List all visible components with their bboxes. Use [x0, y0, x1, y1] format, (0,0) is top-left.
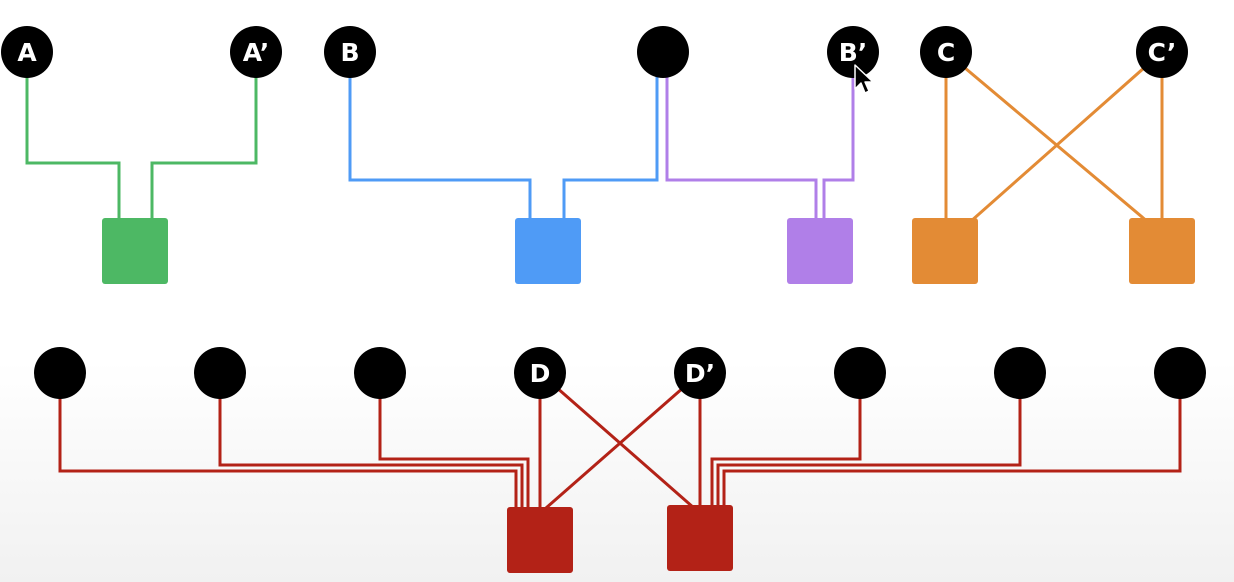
wire-b-prime-to-purple-box: [822, 52, 855, 218]
wire-d-to-right-red-box: [539, 371, 695, 510]
wire-node-1-to-left-red-box: [58, 373, 518, 508]
wire-node-7-to-right-red-box: [716, 373, 1022, 508]
wire-node-8-to-right-red-box: [722, 373, 1182, 508]
orange-wires: [944, 50, 1164, 224]
orange-box-right: [1129, 218, 1195, 284]
node-d: D: [514, 347, 566, 399]
node-a: A: [1, 26, 53, 78]
node-d-prime: D’: [674, 347, 726, 399]
wire-middle-to-blue-box: [562, 52, 659, 218]
blue-wires: [348, 52, 659, 218]
red-node-2: [194, 347, 246, 399]
node-b-prime: B’: [827, 26, 879, 78]
node-d-prime-label: D’: [685, 359, 715, 388]
red-box-right: [667, 505, 733, 571]
node-b-label: B: [340, 38, 359, 67]
orange-box-left: [912, 218, 978, 284]
wire-c-prime-to-left-orange-box: [969, 50, 1163, 224]
wire-node-3-to-left-red-box: [378, 373, 530, 508]
red-node-7: [994, 347, 1046, 399]
green-wires: [25, 52, 258, 218]
wire-a-to-green-box: [25, 52, 121, 218]
node-unlabeled-middle: [637, 26, 689, 78]
red-node-6: [834, 347, 886, 399]
red-wires: [58, 371, 1182, 510]
wire-node-2-to-left-red-box: [218, 373, 524, 508]
node-d-label: D: [530, 359, 551, 388]
node-c: C: [920, 26, 972, 78]
green-box: [102, 218, 168, 284]
node-b: B: [324, 26, 376, 78]
wire-middle-to-purple-box: [665, 70, 818, 218]
node-a-prime: A’: [230, 26, 282, 78]
red-node-1: [34, 347, 86, 399]
node-b-prime-label: B’: [839, 38, 868, 67]
wire-node-6-to-right-red-box: [710, 373, 862, 508]
wire-d-prime-to-left-red-box: [545, 371, 701, 510]
red-box-left: [507, 507, 573, 573]
red-node-3: [354, 347, 406, 399]
purple-wires: [665, 52, 855, 218]
mouse-pointer-icon: [854, 64, 874, 94]
blue-box: [515, 218, 581, 284]
node-c-label: C: [937, 38, 955, 67]
red-node-8: [1154, 347, 1206, 399]
wire-b-to-blue-box: [348, 52, 532, 218]
node-a-prime-label: A’: [243, 38, 270, 67]
node-c-prime-label: C’: [1148, 38, 1177, 67]
node-c-prime: C’: [1136, 26, 1188, 78]
wire-a-prime-to-green-box: [150, 52, 258, 218]
wire-c-to-right-orange-box: [945, 50, 1149, 224]
node-a-label: A: [17, 38, 37, 67]
purple-box: [787, 218, 853, 284]
